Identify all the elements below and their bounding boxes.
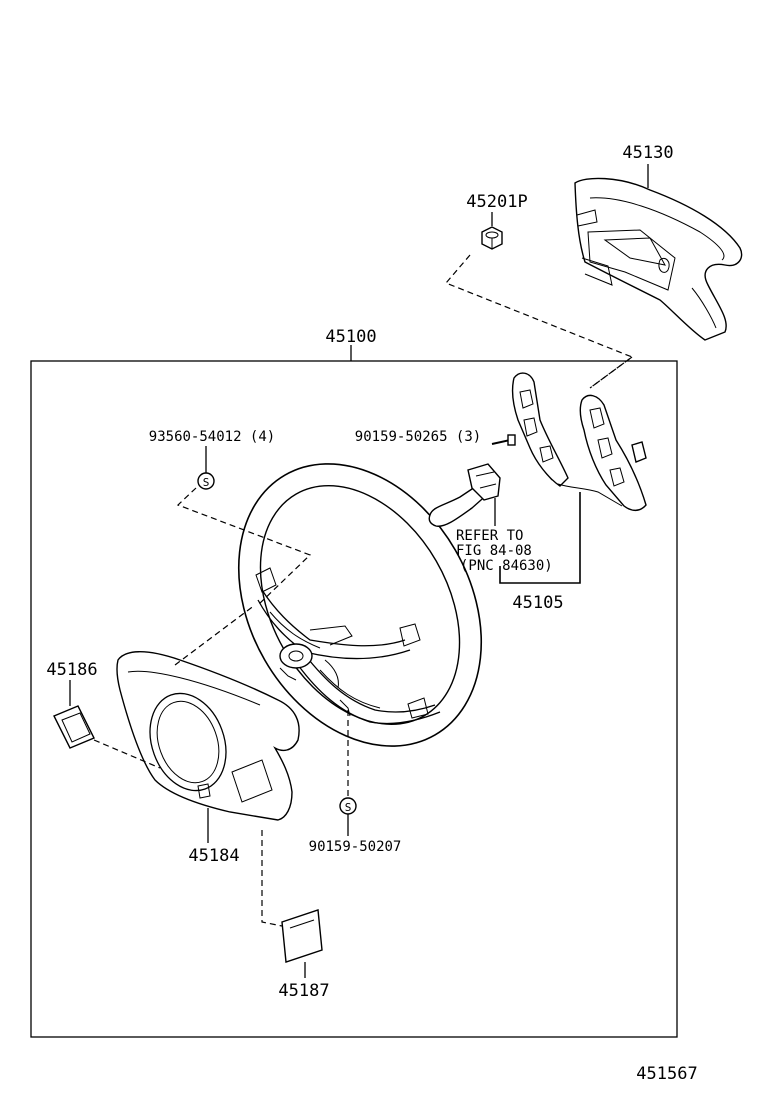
dash-switch-to-pad — [589, 356, 633, 389]
cover-45187-part — [281, 909, 323, 963]
cover-45186-part — [53, 705, 95, 749]
lower-cover-45184-part — [116, 651, 300, 821]
horn-pad-cover-part — [574, 177, 743, 341]
dash-cover-to-wheel — [174, 604, 256, 666]
dash-45187 — [261, 830, 283, 927]
label-45105: 45105 — [512, 593, 563, 613]
nut-45201p-part — [481, 226, 503, 250]
assembly-frame — [30, 360, 678, 1038]
screw-mark-2: S — [345, 801, 352, 814]
screw-93560-part: S — [197, 472, 215, 490]
label-45187: 45187 — [278, 981, 329, 1001]
label-45201p: 45201P — [466, 192, 527, 212]
label-93560: 93560-54012 (4) — [149, 429, 275, 445]
dash-45186 — [93, 739, 161, 769]
label-90159-50265: 90159-50265 (3) — [355, 429, 481, 445]
label-refer-line1: REFER TO — [456, 528, 523, 544]
combination-switch-lever-part — [428, 463, 501, 527]
steering-pad-switch-left-part — [511, 372, 569, 487]
label-45130: 45130 — [622, 143, 673, 163]
label-refer-line3: (PNC 84630) — [460, 558, 553, 574]
steering-wheel-part — [237, 463, 483, 747]
label-refer-line2: FIG 84-08 — [456, 543, 532, 559]
steering-pad-switch-right-part — [579, 394, 647, 512]
screw-90159-50207-part: S — [339, 797, 357, 815]
bracket-45105 — [499, 492, 581, 584]
label-45184: 45184 — [188, 846, 239, 866]
label-45100: 45100 — [325, 327, 376, 347]
label-45186: 45186 — [46, 660, 97, 680]
label-90159-50207: 90159-50207 — [309, 839, 402, 855]
screw-mark-1: S — [203, 476, 210, 489]
diagram-id: 451567 — [636, 1064, 697, 1084]
dash-93560 — [176, 487, 312, 606]
dash-nut-to-pad — [444, 254, 634, 389]
bolt-90159-50265-part — [491, 434, 516, 446]
switch-wire — [557, 483, 623, 507]
